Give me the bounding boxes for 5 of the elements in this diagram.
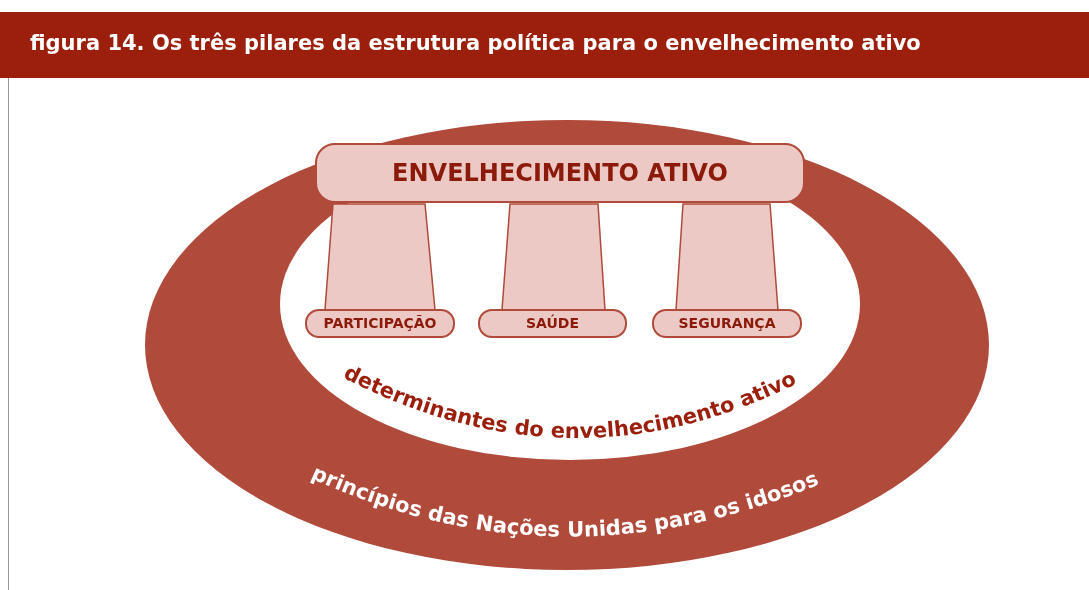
roof-label: ENVELHECIMENTO ATIVO bbox=[392, 159, 728, 187]
pillar-label: SEGURANÇA bbox=[677, 314, 777, 333]
figure-title: figura 14. Os três pilares da estrutura política para o envelhecimento ativo bbox=[0, 12, 1089, 78]
pillar-label: PARTICIPAÇÃO bbox=[322, 314, 438, 333]
pillar-label: SAÚDE bbox=[524, 313, 580, 333]
